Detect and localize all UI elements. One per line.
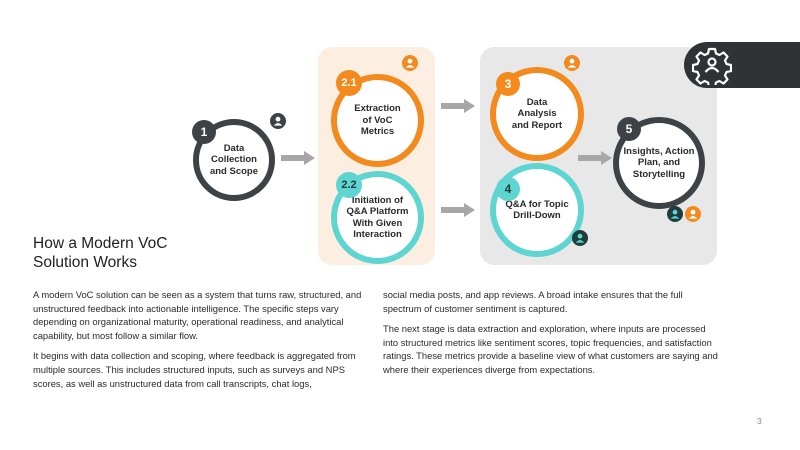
step-4-label: Q&A for Topic Drill-Down [505, 198, 569, 222]
arrow-right-icon [281, 151, 315, 165]
step-2-1-label: Extraction of VoC Metrics [354, 103, 401, 138]
body-paragraph: The next stage is data extraction and ex… [383, 323, 718, 375]
arrow-right-icon [578, 151, 612, 165]
step-4-badge: 4 [496, 177, 520, 201]
arrow-right-icon [441, 99, 475, 113]
page-number: 3 [757, 416, 762, 426]
slide-title: How a Modern VoC Solution Works [33, 235, 168, 271]
step-2-2-label: Initiation of Q&A Platform With Given In… [346, 194, 409, 241]
user-icon [685, 206, 701, 222]
corner-tab [684, 42, 800, 88]
step-2-1-badge: 2.1 [336, 70, 362, 96]
user-icon [564, 55, 580, 71]
body-right-column: social media posts, and app reviews. A b… [383, 288, 723, 384]
body-left-column: A modern VoC solution can be seen as a s… [33, 288, 369, 397]
step-3-badge: 3 [496, 72, 520, 96]
step-1-badge: 1 [192, 120, 216, 144]
step-1-circle: Data Collection and Scope [193, 119, 275, 201]
gear-user-icon [692, 47, 732, 85]
user-icon [667, 206, 683, 222]
step-2-2-circle: Initiation of Q&A Platform With Given In… [331, 171, 424, 264]
step-5-badge: 5 [617, 117, 641, 141]
user-icon [572, 230, 588, 246]
user-icon [402, 55, 418, 71]
user-icon [270, 113, 286, 129]
body-paragraph: It begins with data collection and scopi… [33, 350, 356, 389]
step-2-2-badge: 2.2 [336, 172, 362, 198]
body-paragraph: A modern VoC solution can be seen as a s… [33, 289, 362, 341]
arrow-right-icon [441, 203, 475, 217]
step-1-label: Data Collection and Scope [209, 142, 259, 177]
body-paragraph: social media posts, and app reviews. A b… [383, 289, 683, 314]
step-3-label: Data Analysis and Report [511, 96, 563, 131]
step-5-label: Insights, Action Plan, and Storytelling [623, 145, 695, 180]
